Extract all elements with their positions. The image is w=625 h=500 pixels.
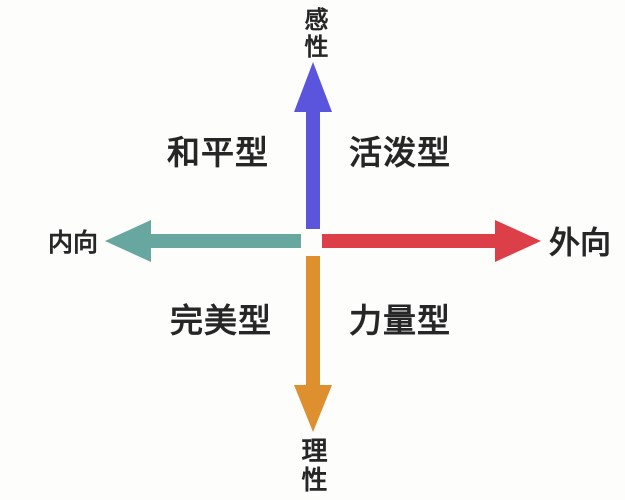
- axis-label-left: 内向: [47, 229, 99, 257]
- up-arrow-icon: [294, 62, 332, 229]
- quadrant-label-top-right: 活泼型: [349, 134, 451, 171]
- axis-label-right: 外向: [549, 225, 611, 261]
- right-arrow-icon: [322, 220, 541, 262]
- down-arrow-icon: [294, 256, 332, 432]
- left-arrow-icon: [105, 220, 301, 262]
- quadrant-label-bottom-right: 力量型: [349, 302, 451, 339]
- quadrant-label-bottom-left: 完美型: [170, 302, 272, 339]
- axis-label-top: 感性: [300, 7, 327, 61]
- quadrant-label-top-left: 和平型: [167, 134, 269, 171]
- axis-label-bottom: 理性: [298, 437, 328, 495]
